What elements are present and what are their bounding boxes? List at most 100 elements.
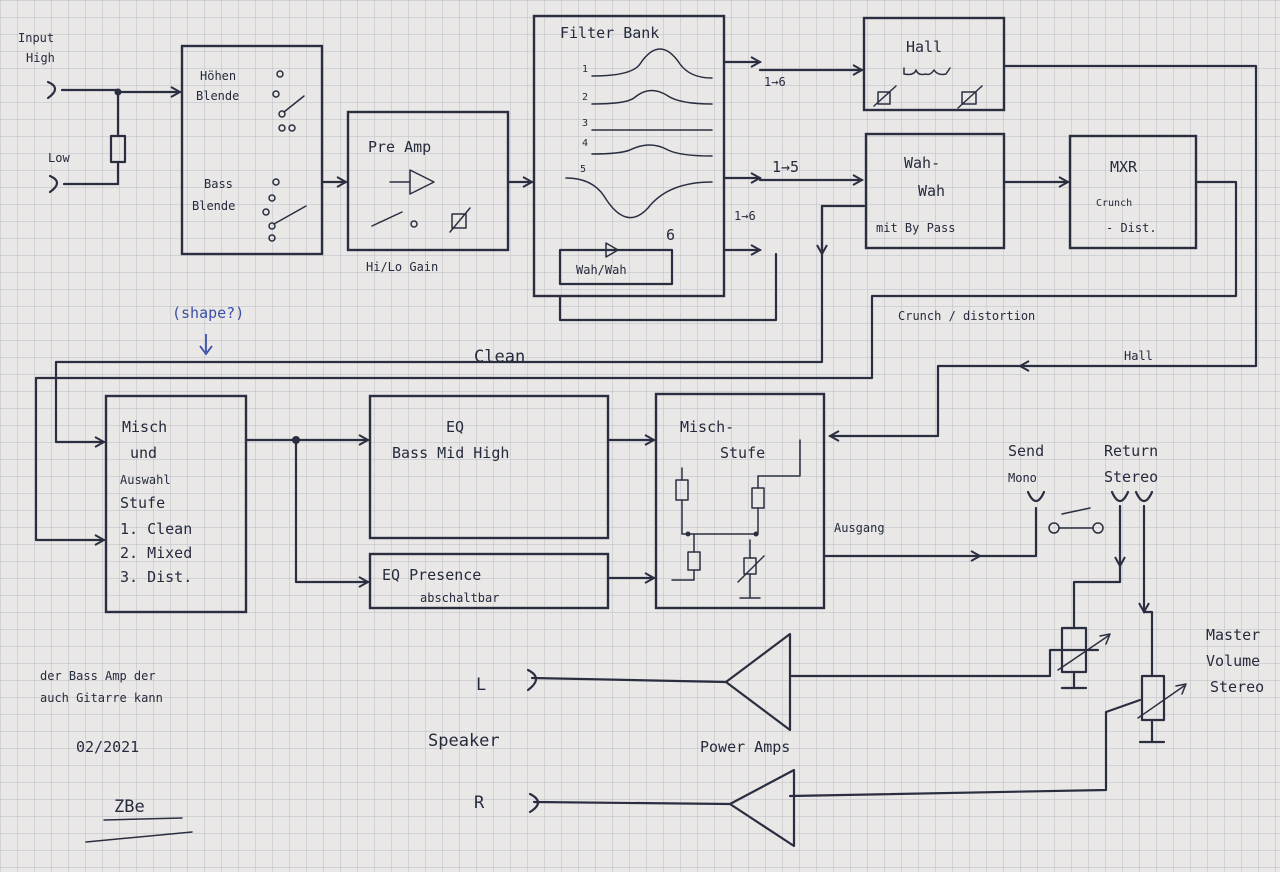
return-label-2: Stereo	[1104, 468, 1158, 486]
bass-label-1: Bass	[204, 177, 233, 191]
date-label: 02/2021	[76, 738, 139, 756]
master-label-1: Master	[1206, 626, 1260, 644]
wah-sub-box	[558, 248, 674, 286]
wire-clean-to-mix	[54, 204, 824, 442]
mix-select-line2: und	[130, 444, 157, 462]
wah-amp-icon	[589, 242, 619, 258]
mxr-box	[1068, 134, 1198, 250]
wire-return-left-2	[1072, 564, 1122, 630]
switch-bass-icon	[262, 178, 307, 242]
hall-box	[862, 16, 1006, 112]
speaker-jack-left-icon	[526, 668, 538, 692]
signature-underline	[85, 817, 193, 843]
master-pot-right-icon	[1137, 674, 1187, 744]
resistor-icon	[109, 134, 127, 164]
power-amp-left-icon	[724, 632, 792, 732]
amplifier-icon	[389, 169, 435, 195]
mxr-crunch-label: Crunch	[1096, 198, 1132, 209]
mix-option-dist: 3. Dist.	[120, 568, 192, 586]
wire-master-right	[788, 698, 1142, 798]
speaker-left-label: L	[476, 675, 486, 695]
mxr-dist-label: - Dist.	[1106, 221, 1157, 235]
mxr-title: MXR	[1110, 158, 1138, 176]
wah-label: Wah/Wah	[576, 263, 627, 277]
power-amp-right-icon	[728, 768, 796, 848]
mxr-block: MXR Crunch - Dist. Crunch / distortion	[34, 134, 1238, 540]
shape-note: (shape?)	[172, 304, 244, 356]
eq-box	[368, 394, 610, 540]
input-high-label: High	[26, 51, 55, 65]
eq-presence-title: EQ Presence	[382, 566, 481, 584]
jack-low-icon	[48, 174, 59, 194]
wah-title-2: Wah	[918, 182, 945, 200]
hall-title: Hall	[906, 38, 942, 56]
preamp-caption: Hi/Lo Gain	[366, 260, 438, 274]
input-low-label: Low	[48, 151, 70, 165]
filterbank-block: Filter Bank 1 2 3 4 5 6 Wah/Wah	[532, 14, 760, 298]
hall-pot-2-icon	[957, 85, 983, 109]
output-section: L R Speaker Power Amps	[428, 632, 796, 848]
eq-title: EQ	[446, 418, 464, 436]
gain-switch-icon	[371, 211, 418, 228]
preamp-block: Pre Amp Hi/Lo Gain	[346, 110, 532, 274]
shape-note-label: (shape?)	[172, 304, 244, 322]
wire-amp-right-speaker	[532, 800, 732, 806]
mix-select-line3: Auswahl	[120, 473, 171, 487]
mix-stage-box	[654, 392, 826, 610]
send-label-2: Mono	[1008, 471, 1037, 485]
wah-title-1: Wah-	[904, 154, 940, 172]
input-section: Input High Low	[18, 31, 180, 194]
mix-select-line1: Misch	[122, 418, 167, 436]
highs-label-2: Blende	[196, 89, 239, 103]
filter-curves-icon	[565, 48, 713, 219]
crunch-label: Crunch / distortion	[898, 309, 1035, 323]
wire-master-left	[788, 648, 1100, 678]
mix-select-line4: Stufe	[120, 494, 165, 512]
filterbank-title: Filter Bank	[560, 24, 659, 42]
filterbank-box	[532, 14, 726, 298]
highs-label-1: Höhen	[200, 69, 236, 83]
power-amps-label: Power Amps	[700, 738, 790, 756]
eq-presence-sub: abschaltbar	[420, 591, 499, 605]
master-label-2: Volume	[1206, 652, 1260, 670]
note-line-2: auch Gitarre kann	[40, 691, 163, 705]
bass-label-2: Blende	[192, 199, 235, 213]
preamp-title: Pre Amp	[368, 138, 431, 156]
hall-block: Hall Hall	[830, 16, 1258, 436]
hall-return-label: Hall	[1124, 349, 1153, 363]
wire-return-right-2	[1142, 610, 1154, 678]
wire-hall-to-mix	[830, 364, 1022, 436]
band-4-label: 4	[582, 138, 588, 149]
gain-pot-icon	[449, 207, 471, 233]
send-label-1: Send	[1008, 442, 1044, 460]
footer-notes: der Bass Amp der auch Gitarre kann 02/20…	[40, 669, 193, 843]
return-jacks-icon	[1110, 490, 1154, 503]
send-return-section: Send Mono Return Stereo	[978, 442, 1158, 678]
jack-high-icon	[46, 80, 57, 100]
wire-clean-loop	[558, 252, 778, 322]
mix-select-box	[104, 394, 248, 614]
eq-presence-box	[368, 552, 610, 610]
wah-bypass-label: mit By Pass	[876, 221, 955, 235]
mix-stage-block: Misch- Stufe Ausgang	[654, 392, 980, 610]
route-to-wah: 1→5	[772, 158, 799, 176]
mix-stage-line2: Stufe	[720, 444, 765, 462]
band-5-label: 5	[580, 164, 586, 175]
mix-option-clean: 1. Clean	[120, 520, 192, 538]
wire-hall-return	[1002, 64, 1258, 366]
speaker-jack-right-icon	[528, 792, 540, 814]
send-jack-icon	[1026, 490, 1046, 503]
signature: ZBe	[114, 797, 145, 817]
wire-to-send	[978, 506, 1038, 558]
eq-block: EQ Bass Mid High	[368, 394, 654, 540]
switch-highs-icon	[272, 70, 305, 132]
hall-pot-1-icon	[873, 85, 897, 107]
speaker-label: Speaker	[428, 731, 500, 751]
bypass-switch-icon	[1048, 507, 1104, 534]
input-label: Input	[18, 31, 54, 45]
master-label-3: Stereo	[1210, 678, 1264, 696]
wire-dist-to-mix	[34, 180, 1238, 540]
band-3-label: 3	[582, 118, 588, 129]
